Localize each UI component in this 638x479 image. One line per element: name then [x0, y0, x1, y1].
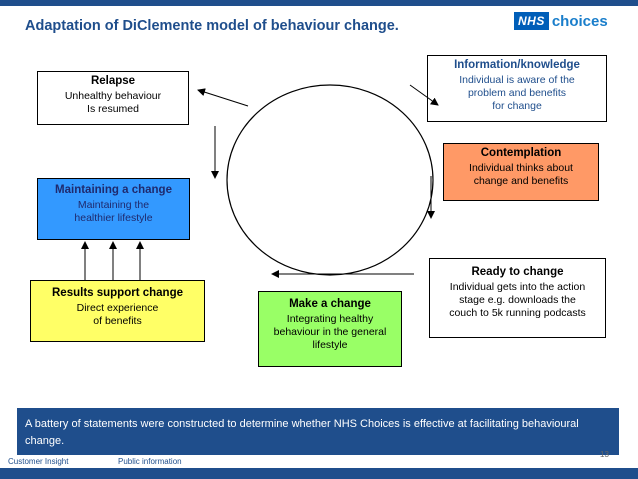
slide-title: Adaptation of DiClemente model of behavi… — [25, 18, 399, 34]
contemplation-box: Contemplation Individual thinks about ch… — [443, 143, 599, 201]
footer-middle: Public information — [118, 457, 182, 466]
page-number: 13 — [600, 450, 609, 459]
information-box: Information/knowledge Individual is awar… — [427, 55, 607, 122]
relapse-title: Relapse — [90, 75, 136, 87]
choices-logo-text: choices — [551, 12, 608, 30]
make-title: Make a change — [289, 298, 371, 310]
results-title: Results support change — [52, 287, 183, 299]
relapse-body: Unhealthy behaviour Is resumed — [64, 90, 162, 115]
cycle-circle — [226, 84, 434, 276]
nhs-logo-mark: NHS — [514, 12, 549, 30]
top-bar — [0, 0, 638, 6]
maintaining-body: Maintaining the healthier lifestyle — [74, 199, 153, 224]
ready-body: Individual gets into the action stage e.… — [449, 281, 586, 319]
maintaining-title: Maintaining a change — [55, 184, 172, 196]
ready-title: Ready to change — [471, 266, 564, 278]
relapse-box: Relapse Unhealthy behaviour Is resumed — [37, 71, 189, 125]
maintaining-box: Maintaining a change Maintaining the hea… — [37, 178, 190, 240]
information-body: Individual is aware of the problem and b… — [459, 74, 575, 112]
nhs-choices-logo: NHS choices — [514, 11, 608, 31]
arrow-to-relapse — [197, 88, 249, 107]
make-box: Make a change Integrating healthy behavi… — [258, 291, 402, 367]
results-body: Direct experience of benefits — [76, 302, 159, 327]
make-body: Integrating healthy behaviour in the gen… — [273, 313, 387, 351]
contemplation-title: Contemplation — [480, 147, 562, 159]
bottom-bar — [0, 468, 638, 479]
arrow-to-information — [409, 84, 439, 106]
contemplation-body: Individual thinks about change and benef… — [469, 162, 573, 187]
summary-banner: A battery of statements were constructed… — [17, 408, 619, 455]
ready-box: Ready to change Individual gets into the… — [429, 258, 606, 338]
footer-left: Customer Insight — [8, 457, 69, 466]
results-box: Results support change Direct experience… — [30, 280, 205, 342]
information-title: Information/knowledge — [454, 59, 580, 71]
